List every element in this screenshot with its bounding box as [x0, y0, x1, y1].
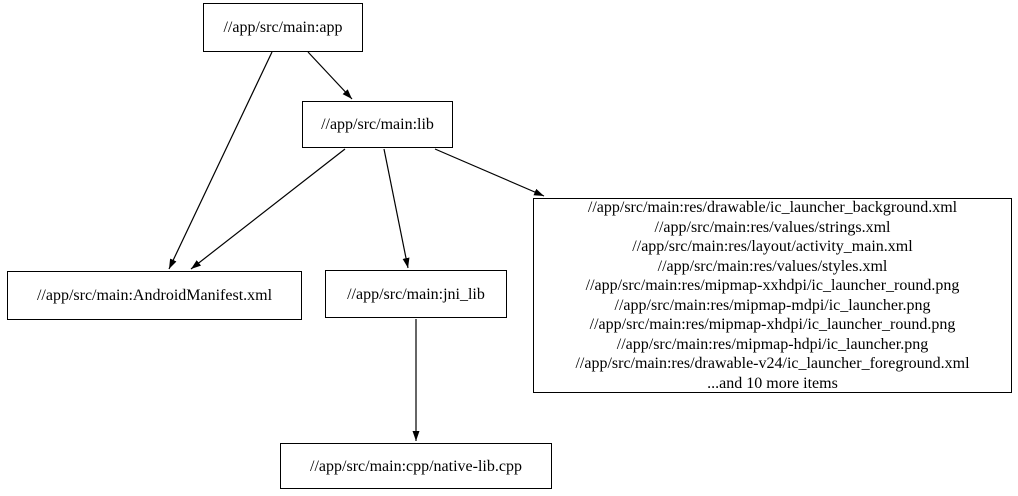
resource-item: //app/src/main:res/layout/activity_main.…	[632, 238, 913, 255]
node-native-lib-cpp: //app/src/main:cpp/native-lib.cpp	[280, 443, 552, 489]
node-android-manifest-label: //app/src/main:AndroidManifest.xml	[36, 287, 273, 304]
node-app: //app/src/main:app	[203, 3, 363, 52]
resource-item: //app/src/main:res/values/styles.xml	[657, 257, 888, 275]
edge-app-to-lib	[307, 51, 353, 100]
resource-item: //app/src/main:res/values/strings.xml	[654, 218, 891, 236]
resource-item: //app/src/main:res/mipmap-hdpi/ic_launch…	[616, 335, 929, 353]
node-lib-label: //app/src/main:lib	[321, 116, 434, 133]
edge-lib-to-jni-lib	[383, 148, 410, 269]
node-resources-group: //app/src/main:res/drawable/ic_launcher_…	[533, 198, 1012, 393]
node-app-label: //app/src/main:app	[223, 19, 343, 36]
resource-item: //app/src/main:res/mipmap-mdpi/ic_launch…	[614, 296, 931, 314]
resource-item: //app/src/main:res/drawable-v24/ic_launc…	[575, 355, 970, 372]
resource-item: //app/src/main:res/mipmap-xxhdpi/ic_laun…	[585, 277, 960, 294]
resource-item: //app/src/main:res/drawable/ic_launcher_…	[587, 199, 958, 216]
node-jni-lib: //app/src/main:jni_lib	[325, 270, 507, 318]
edge-app-to-android-manifest	[168, 51, 273, 270]
edge-lib-to-android-manifest	[190, 148, 346, 270]
node-lib: //app/src/main:lib	[302, 101, 453, 148]
node-android-manifest: //app/src/main:AndroidManifest.xml	[7, 271, 302, 320]
node-jni-lib-label: //app/src/main:jni_lib	[347, 285, 485, 303]
node-native-lib-cpp-label: //app/src/main:cpp/native-lib.cpp	[310, 457, 522, 475]
edge-lib-to-resources	[434, 148, 545, 197]
resource-item-more: ...and 10 more items	[707, 374, 838, 392]
resource-item: //app/src/main:res/mipmap-xhdpi/ic_launc…	[589, 316, 956, 333]
